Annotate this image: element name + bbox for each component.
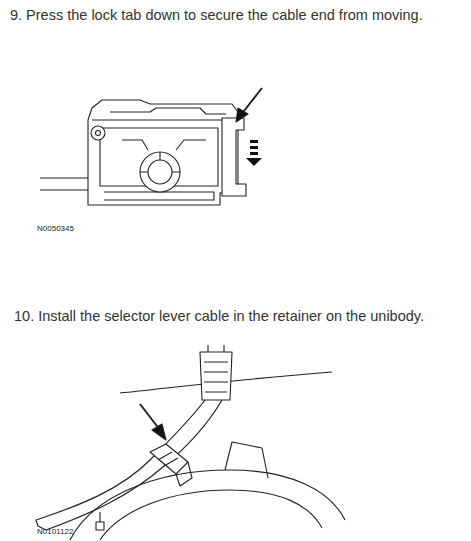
callout-arrow-head xyxy=(152,424,166,440)
retainer xyxy=(150,444,188,474)
callout-arrow-head xyxy=(236,108,248,122)
slot xyxy=(122,140,206,150)
plate-edge xyxy=(110,108,226,114)
figure-code: N0101122 xyxy=(37,527,157,537)
step-instruction: 10. Install the selector lever cable in … xyxy=(14,307,466,325)
lock-tab xyxy=(222,118,246,196)
cable-end-marks xyxy=(140,152,180,172)
retainer-base xyxy=(176,462,192,486)
unibody-arch-inner xyxy=(100,490,322,540)
housing xyxy=(88,100,238,205)
retainer-detail xyxy=(158,452,178,466)
figure-code: N0050345 xyxy=(37,224,157,234)
bolt xyxy=(96,512,104,530)
cable-lock-illustration xyxy=(40,88,262,205)
housing-base xyxy=(104,192,214,200)
cable-end-inner xyxy=(148,160,172,184)
connector-ribs xyxy=(204,362,228,392)
pivot-center xyxy=(96,131,101,136)
selector-cable xyxy=(46,400,222,530)
bracket xyxy=(225,442,268,478)
cable xyxy=(40,178,92,190)
cable-end xyxy=(140,152,180,192)
callout-arrow-line xyxy=(140,404,160,430)
connector xyxy=(200,352,232,400)
unibody-arch xyxy=(70,470,345,540)
connector-top xyxy=(208,345,224,352)
pivot xyxy=(91,126,105,140)
retainer-illustration xyxy=(36,345,345,540)
motion-arrow xyxy=(246,140,262,166)
selector-cable xyxy=(42,400,205,518)
step-instruction: 9. Press the lock tab down to secure the… xyxy=(10,6,465,24)
